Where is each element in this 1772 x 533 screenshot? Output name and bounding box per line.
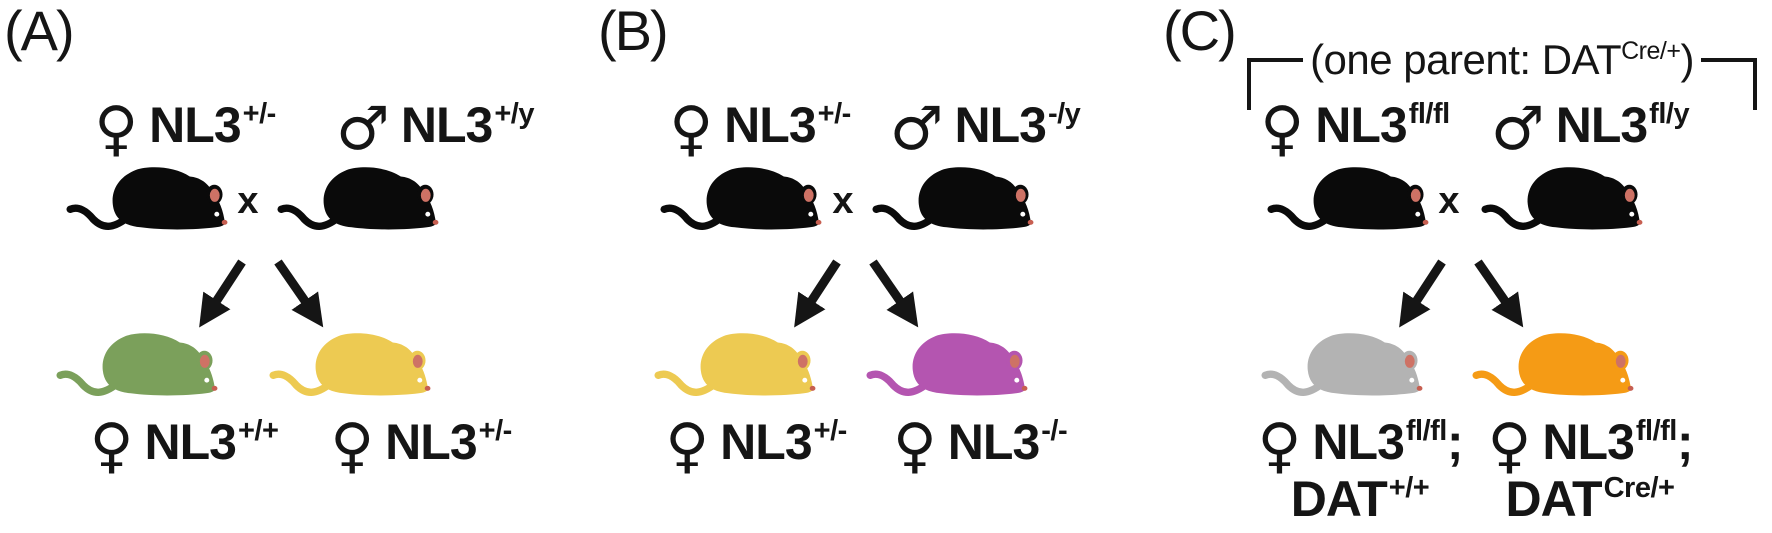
female-symbol: ♀ (1487, 411, 1532, 481)
female-symbol: ♀ (669, 94, 714, 164)
gene-name: NL3 (1312, 414, 1404, 470)
cross-symbol: x (832, 180, 854, 222)
panel-A: (A) ♀NL3+/- ♂NL3+/y x ♀NL3+/+ ♀NL3+/- (0, 0, 590, 533)
panel-A-female-parent-genotype: ♀NL3+/- (94, 97, 277, 159)
panel-A-label: (A) (4, 0, 75, 62)
arrow-right-icon (274, 259, 324, 328)
female-symbol: ♀ (94, 94, 139, 164)
genotype-line-2: DATCre/+ (1487, 471, 1692, 528)
panel-B-male-parent-genotype: ♂NL3-/y (890, 97, 1081, 159)
cross-symbol: x (237, 180, 259, 222)
gene-name: NL3 (1315, 97, 1407, 153)
genotype-line-2: DAT+/+ (1257, 471, 1462, 528)
allele-superscript: +/- (478, 415, 513, 447)
panel-A-male-parent-mouse-icon (273, 160, 445, 234)
panel-B: (B) ♀NL3+/- ♂NL3-/y x ♀NL3+/- ♀NL3-/- (590, 0, 1163, 533)
gene-name: NL3 (1542, 414, 1634, 470)
panel-C: (C) (one parent: DATCre/+) ♀NL3fl/fl ♂NL… (1163, 0, 1772, 533)
female-symbol: ♀ (665, 411, 710, 481)
panel-A-female-parent-mouse-icon (62, 160, 234, 234)
panel-B-female-parent-mouse-icon (656, 160, 828, 234)
panel-C-offspring-2-genotype: ♀NL3fl/fl; DATCre/+ (1487, 414, 1694, 528)
panel-A-offspring-1-genotype: ♀NL3+/+ (90, 414, 279, 476)
allele-superscript: +/- (813, 415, 848, 447)
allele-superscript: fl/fl (1635, 415, 1678, 447)
allele-superscript: +/- (242, 98, 277, 130)
allele-superscript: +/y (494, 98, 534, 130)
bracket-note: (one parent: DATCre/+) (1303, 36, 1701, 88)
gene-name: NL3 (720, 414, 812, 470)
female-symbol: ♀ (330, 411, 375, 481)
panel-A-male-parent-genotype: ♂NL3+/y (336, 97, 534, 159)
genotype-separator: ; (1676, 414, 1694, 470)
gene-name: NL3 (144, 414, 237, 470)
panel-B-label: (B) (598, 0, 669, 62)
allele-superscript: -/- (1041, 415, 1068, 447)
panel-C-offspring-1-genotype: ♀NL3fl/fl; DAT+/+ (1257, 414, 1464, 528)
bracket-left-arm (1247, 58, 1304, 110)
offspring-arrows-icon (794, 259, 919, 328)
allele-superscript: fl/y (1649, 98, 1690, 130)
arrow-right-icon (1474, 259, 1524, 328)
panel-C-offspring-1-mouse-icon (1257, 326, 1429, 400)
panel-C-female-parent-mouse-icon (1263, 160, 1435, 234)
female-symbol: ♀ (892, 411, 937, 481)
arrow-left-icon (1399, 259, 1446, 328)
genotype-line-1: ♀NL3fl/fl; (1257, 414, 1464, 476)
genotype-separator: ; (1446, 414, 1464, 470)
one-parent-bracket: (one parent: DATCre/+) (1247, 36, 1758, 110)
panel-B-offspring-2-mouse-icon (862, 326, 1034, 400)
female-symbol: ♀ (1257, 411, 1302, 481)
panel-C-label: (C) (1163, 0, 1237, 62)
panel-B-male-parent-mouse-icon (868, 160, 1040, 234)
offspring-arrows-icon (199, 259, 324, 328)
bracket-note-close: ) (1680, 36, 1694, 83)
offspring-arrows-icon (1399, 259, 1524, 328)
male-symbol: ♂ (336, 94, 390, 164)
allele-superscript: +/+ (237, 415, 279, 447)
panel-B-offspring-1-mouse-icon (650, 326, 822, 400)
arrow-left-icon (199, 259, 246, 328)
panel-B-female-parent-genotype: ♀NL3+/- (669, 97, 852, 159)
panel-C-male-parent-mouse-icon (1477, 160, 1649, 234)
bracket-note-text: (one parent: DAT (1310, 36, 1622, 83)
gene-name: DAT (1505, 470, 1603, 527)
cross-symbol: x (1438, 180, 1460, 222)
bracket-right-arm (1700, 58, 1758, 110)
allele-superscript: Cre/+ (1603, 471, 1675, 504)
gene-name: NL3 (149, 97, 241, 153)
panel-C-offspring-2-mouse-icon (1468, 326, 1640, 400)
panel-C-male-parent-genotype: ♂NL3fl/y (1491, 97, 1690, 159)
allele-superscript: +/- (817, 98, 852, 130)
panel-C-female-parent-genotype: ♀NL3fl/fl (1260, 97, 1451, 159)
gene-name: NL3 (1555, 97, 1648, 153)
gene-name: NL3 (724, 97, 816, 153)
panel-A-offspring-1-mouse-icon (52, 326, 224, 400)
panel-B-offspring-2-genotype: ♀NL3-/- (893, 414, 1068, 476)
allele-superscript: -/y (1047, 98, 1081, 130)
allele-superscript: +/+ (1388, 471, 1430, 504)
female-symbol: ♀ (89, 411, 134, 481)
gene-name: NL3 (400, 97, 493, 153)
bracket-note-superscript: Cre/+ (1621, 37, 1681, 65)
genotype-line-1: ♀NL3fl/fl; (1487, 414, 1694, 476)
arrow-right-icon (869, 259, 919, 328)
panel-A-offspring-2-genotype: ♀NL3+/- (330, 414, 513, 476)
allele-superscript: fl/fl (1408, 98, 1451, 130)
panel-A-offspring-2-mouse-icon (265, 326, 437, 400)
gene-name: DAT (1290, 470, 1388, 527)
allele-superscript: fl/fl (1405, 415, 1448, 447)
male-symbol: ♂ (889, 94, 944, 164)
gene-name: NL3 (954, 97, 1046, 153)
female-symbol: ♀ (1260, 94, 1305, 164)
male-symbol: ♂ (1490, 94, 1545, 164)
arrow-left-icon (794, 259, 841, 328)
panel-B-offspring-1-genotype: ♀NL3+/- (665, 414, 848, 476)
gene-name: NL3 (947, 414, 1040, 470)
gene-name: NL3 (385, 414, 477, 470)
